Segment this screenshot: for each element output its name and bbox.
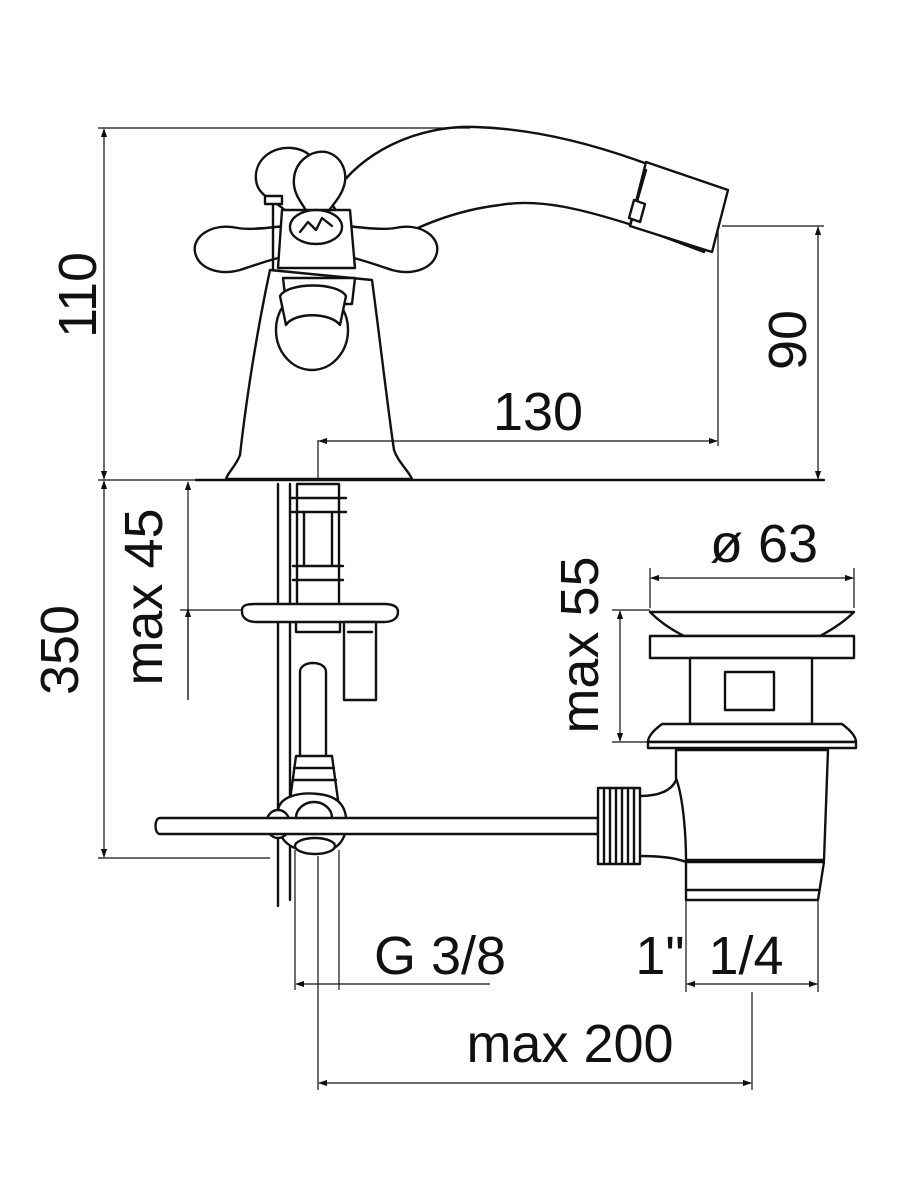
dimension-labels: 110 90 130 350 max 45 ø 63 max 55 G 3/8 … [30,252,818,1074]
swivel-outlet [293,836,337,856]
aerator-tip [627,198,647,224]
mixer-body [193,125,730,481]
dimension-lines [98,127,855,1090]
dim-label-max-200: max 200 [466,1014,673,1074]
waste-plug [648,610,856,638]
horizontal-pull-rod [154,816,600,836]
dim-label-diameter-63: ø 63 [710,514,818,574]
dim-label-g-3-8: G 3/8 [374,926,506,986]
cross-handle-right-arm [338,223,439,274]
waste-body [674,748,830,862]
waste-tail [684,860,826,902]
pop-up-waste [638,610,858,902]
below-deck-assembly [154,482,642,908]
dim-label-1-4: 1/4 [708,926,783,986]
dim-label-max-55: max 55 [550,556,610,733]
dim-label-350: 350 [30,605,90,695]
handle-cap [288,208,344,246]
dim-label-110: 110 [48,252,108,338]
waste-flange [646,722,858,744]
fixing-nut [240,602,400,624]
dim-label-max-45: max 45 [114,508,174,685]
cross-handle-left-arm [193,223,294,274]
knurled-nut [596,786,642,866]
flex-hose [298,661,328,762]
dim-label-130: 130 [493,382,583,442]
dim-label-1-inch: 1" [635,926,684,986]
dim-label-90: 90 [758,310,818,370]
